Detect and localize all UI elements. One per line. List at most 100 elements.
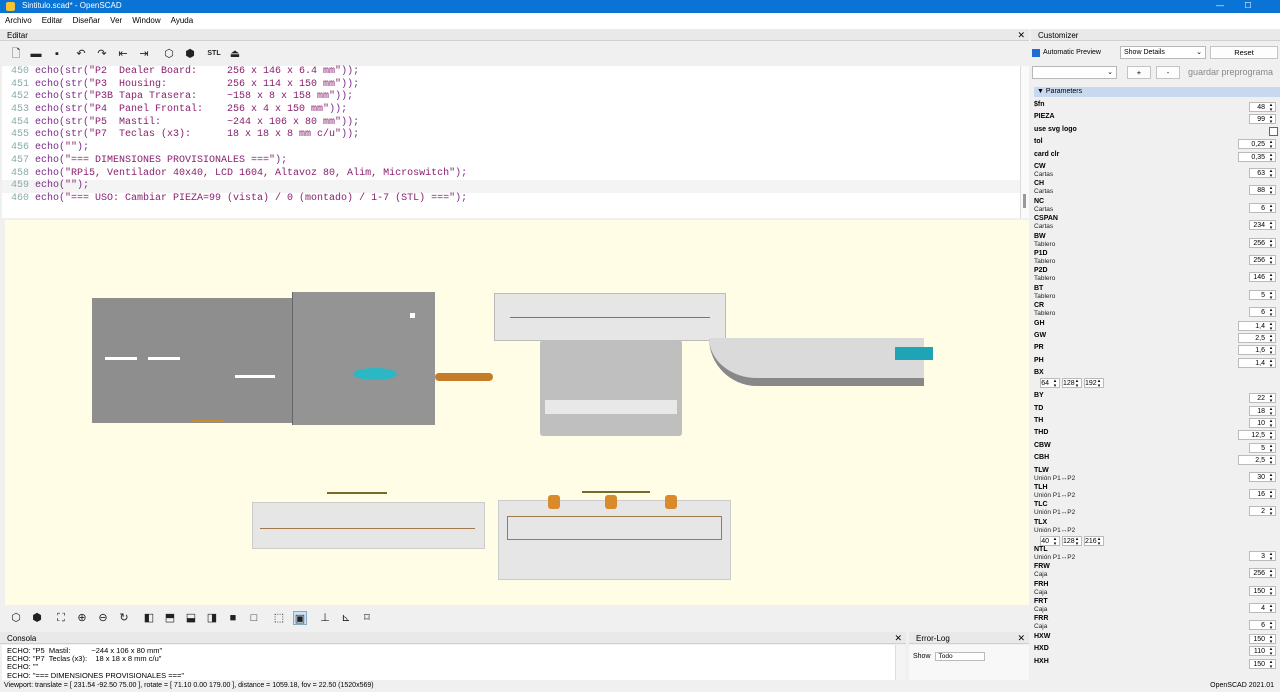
param-checkbox[interactable] xyxy=(1269,126,1278,136)
menu-editar[interactable]: Editar xyxy=(41,16,63,25)
param-input[interactable]: 0,25 xyxy=(1238,139,1276,150)
errorlog-filter-select[interactable]: Todo xyxy=(935,652,986,661)
param-vector-input[interactable]: 64 xyxy=(1040,378,1060,389)
param-input[interactable]: 12,5 xyxy=(1238,430,1276,441)
param-input[interactable]: 146 xyxy=(1249,272,1276,283)
console-scrollbar[interactable] xyxy=(895,645,905,680)
param-vector-input[interactable]: 192 xyxy=(1084,378,1104,389)
view-top-icon[interactable]: ⬒ xyxy=(164,612,176,624)
view-right-icon[interactable]: ◧ xyxy=(143,612,155,624)
menu-window[interactable]: Window xyxy=(132,16,161,25)
param-input[interactable]: 256 xyxy=(1249,568,1276,579)
console-output[interactable]: ECHO: "P5 Mastil: ~244 x 106 x 80 mm" EC… xyxy=(2,645,895,680)
param-label: BW xyxy=(1034,232,1046,240)
param-input[interactable]: 63 xyxy=(1249,168,1276,178)
param-input[interactable]: 4 xyxy=(1249,603,1276,613)
render-icon[interactable]: ⬢ xyxy=(32,612,42,624)
menu-disenar[interactable]: Diseñar xyxy=(72,16,101,25)
param-vector-input[interactable]: 40 xyxy=(1040,535,1060,546)
param-input[interactable]: 234 xyxy=(1249,220,1276,231)
view-back-icon[interactable]: □ xyxy=(250,612,258,624)
save-icon[interactable]: ▪ xyxy=(55,48,59,60)
maximize-button[interactable]: ☐ xyxy=(1244,1,1252,10)
param-input[interactable]: 99 xyxy=(1249,114,1276,125)
perspective-icon[interactable]: ⬚ xyxy=(273,612,285,624)
param-vector-input[interactable]: 128 xyxy=(1062,378,1082,389)
view-all-icon[interactable]: ⛶ xyxy=(57,612,65,624)
indent-icon[interactable]: ⇥ xyxy=(139,48,149,60)
param-input[interactable]: 150 xyxy=(1249,585,1276,596)
menu-ayuda[interactable]: Ayuda xyxy=(170,16,194,25)
export-stl-icon[interactable]: STL xyxy=(207,50,221,57)
render-icon[interactable]: ⬢ xyxy=(185,48,195,60)
view-front-icon[interactable]: ■ xyxy=(229,612,237,624)
param-input[interactable]: 6 xyxy=(1249,202,1276,213)
param-input[interactable]: 6 xyxy=(1249,307,1276,318)
minimize-button[interactable]: — xyxy=(1216,1,1224,10)
param-input[interactable]: 18 xyxy=(1249,405,1276,416)
param-input[interactable]: 150 xyxy=(1249,633,1276,644)
param-input[interactable]: 256 xyxy=(1249,255,1276,265)
code-string: "=== DIMENSIONES PROVISIONALES ===" xyxy=(65,154,276,166)
param-input[interactable]: 2 xyxy=(1249,506,1276,517)
save-preset-button[interactable]: guardar preprograma xyxy=(1188,67,1274,77)
new-file-icon[interactable]: 🗋 xyxy=(11,48,21,60)
param-input[interactable]: 5 xyxy=(1249,289,1276,300)
zoom-out-icon[interactable]: ⊖ xyxy=(98,612,108,624)
close-icon[interactable]: ✕ xyxy=(1017,30,1025,40)
param-input[interactable]: 0,35 xyxy=(1238,151,1276,162)
param-input[interactable]: 1,4 xyxy=(1238,357,1276,368)
param-input[interactable]: 2,5 xyxy=(1238,455,1276,466)
scrollbar-thumb[interactable] xyxy=(1023,194,1026,208)
auto-preview-checkbox[interactable] xyxy=(1032,49,1040,57)
param-group-label: Unión P1↔P2 xyxy=(1034,509,1076,517)
parameters-section-header[interactable]: ▼ Parameters xyxy=(1034,87,1280,97)
param-vector-input[interactable]: 128 xyxy=(1062,535,1082,546)
editor-scrollbar[interactable] xyxy=(1020,66,1029,218)
param-input[interactable]: 1,6 xyxy=(1238,345,1276,356)
preview-icon[interactable]: ⬡ xyxy=(164,48,174,60)
redo-icon[interactable]: ↷ xyxy=(97,48,107,60)
param-input[interactable]: 1,4 xyxy=(1238,320,1276,331)
param-input[interactable]: 48 xyxy=(1249,102,1276,112)
show-scale-icon[interactable]: ⊾ xyxy=(341,612,351,624)
param-input[interactable]: 6 xyxy=(1249,620,1276,631)
param-input[interactable]: 256 xyxy=(1249,237,1276,248)
3d-viewport[interactable] xyxy=(5,220,1029,605)
remove-preset-button[interactable]: - xyxy=(1156,66,1180,79)
param-input[interactable]: 16 xyxy=(1249,489,1276,499)
undo-icon[interactable]: ↶ xyxy=(76,48,86,60)
show-edges-icon[interactable]: ⌑ xyxy=(364,612,370,624)
open-file-icon[interactable]: ▬ xyxy=(30,48,42,60)
preview-icon[interactable]: ⬡ xyxy=(11,612,21,624)
send-to-print-icon[interactable]: ⏏ xyxy=(229,48,241,60)
zoom-in-icon[interactable]: ⊕ xyxy=(77,612,87,624)
param-input[interactable]: 110 xyxy=(1249,646,1276,657)
preset-select[interactable]: ⌄ xyxy=(1032,66,1117,79)
param-input[interactable]: 22 xyxy=(1249,393,1276,404)
param-input[interactable]: 30 xyxy=(1249,471,1276,482)
add-preset-button[interactable]: + xyxy=(1127,66,1151,79)
param-input[interactable]: 5 xyxy=(1249,442,1276,453)
orthogonal-icon[interactable]: ▣ xyxy=(293,611,307,625)
close-icon[interactable]: ✕ xyxy=(894,633,902,643)
view-left-icon[interactable]: ◨ xyxy=(206,612,218,624)
reset-button[interactable]: Reset xyxy=(1210,46,1278,59)
param-input[interactable]: 2,5 xyxy=(1238,333,1276,343)
menu-ver[interactable]: Ver xyxy=(110,16,123,25)
param-input[interactable]: 3 xyxy=(1249,550,1276,561)
menu-archivo[interactable]: Archivo xyxy=(5,16,32,25)
param-vector-input[interactable]: 216 xyxy=(1084,535,1104,546)
show-details-select[interactable]: Show Details⌄ xyxy=(1120,46,1206,59)
param-input[interactable]: 10 xyxy=(1249,418,1276,428)
param-input[interactable]: 150 xyxy=(1249,658,1276,669)
view-bottom-icon[interactable]: ⬓ xyxy=(185,612,197,624)
close-icon[interactable]: ✕ xyxy=(1017,633,1025,643)
unindent-icon[interactable]: ⇤ xyxy=(118,48,128,60)
console-panel-title: Consola ✕ xyxy=(0,632,906,644)
editor-title-label: Editar xyxy=(7,31,28,40)
param-input[interactable]: 88 xyxy=(1249,185,1276,196)
reset-view-icon[interactable]: ↻ xyxy=(119,612,129,624)
show-axes-icon[interactable]: ⊥ xyxy=(320,612,330,624)
